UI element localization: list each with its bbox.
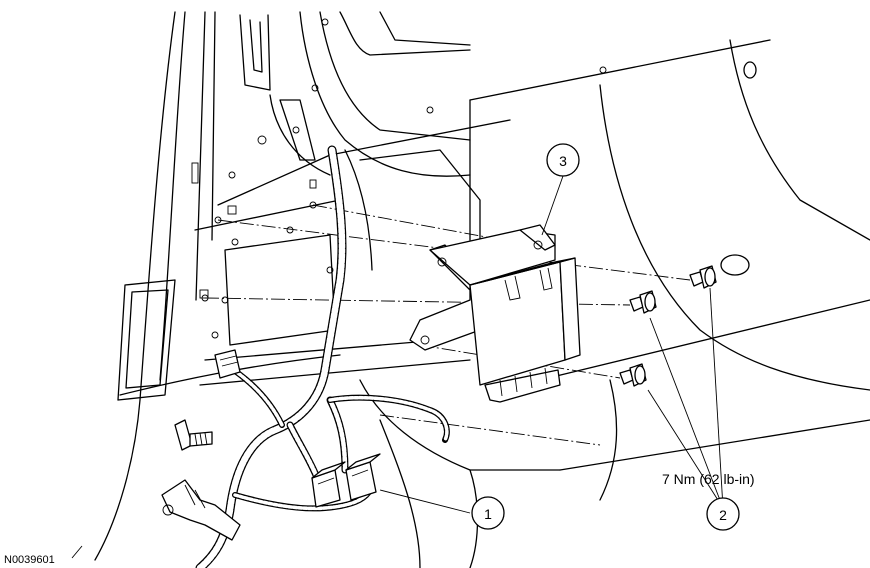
callout-1: 1 [471, 496, 505, 530]
bolt-upper [689, 265, 717, 289]
ground-bolt [174, 419, 213, 451]
callout-3-label: 3 [559, 153, 567, 169]
callout-2-label: 2 [719, 507, 727, 523]
callout-3: 3 [546, 143, 580, 177]
callout-1-label: 1 [484, 506, 492, 522]
figure-reference: N0039601 [4, 554, 55, 566]
callout-2: 2 [706, 497, 740, 531]
control-module [409, 224, 581, 403]
harness-clip [161, 479, 241, 541]
torque-spec-label: 7 Nm (62 lb-in) [662, 471, 755, 487]
bolt-lower [619, 363, 647, 387]
connector-pair [311, 453, 381, 508]
bolt-middle [629, 290, 657, 314]
callout-leaders [379, 175, 724, 514]
